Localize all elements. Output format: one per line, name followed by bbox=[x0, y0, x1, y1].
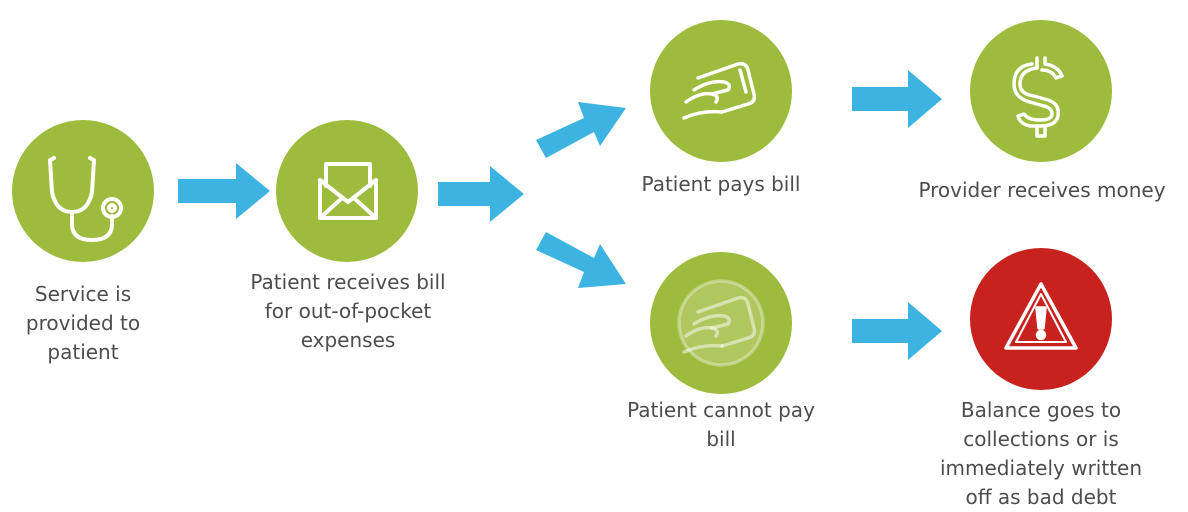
service-label: Service is provided to patient bbox=[25, 282, 141, 364]
warning-icon bbox=[1004, 282, 1078, 350]
envelope-icon bbox=[318, 162, 378, 220]
arrow-pays-to-money bbox=[852, 70, 942, 128]
collections-circle bbox=[970, 248, 1112, 390]
money-label: Provider receives money bbox=[918, 178, 1166, 202]
arrow-to-cannot-pay bbox=[536, 232, 626, 298]
stethoscope-icon bbox=[48, 156, 123, 242]
dollar-icon bbox=[1012, 56, 1064, 138]
hand-card-faded-icon bbox=[677, 279, 765, 367]
arrow-to-pays bbox=[536, 96, 626, 158]
arrow-bill-to-split bbox=[438, 166, 524, 222]
collections-label: Balance goes to collections or is immedi… bbox=[939, 398, 1143, 509]
pays-circle bbox=[650, 20, 792, 162]
cannot-pay-circle bbox=[650, 252, 792, 394]
bill-circle bbox=[276, 120, 418, 262]
cannot-pay-label: Patient cannot pay bill bbox=[627, 398, 815, 451]
money-circle bbox=[970, 20, 1112, 162]
bill-label: Patient receives bill for out-of-pocket … bbox=[250, 270, 446, 352]
arrow-service-to-bill bbox=[178, 163, 270, 219]
arrow-cannot-pay-to-collections bbox=[852, 302, 942, 360]
pays-label: Patient pays bill bbox=[641, 172, 801, 196]
hand-card-icon bbox=[682, 61, 757, 120]
service-circle bbox=[12, 120, 154, 262]
